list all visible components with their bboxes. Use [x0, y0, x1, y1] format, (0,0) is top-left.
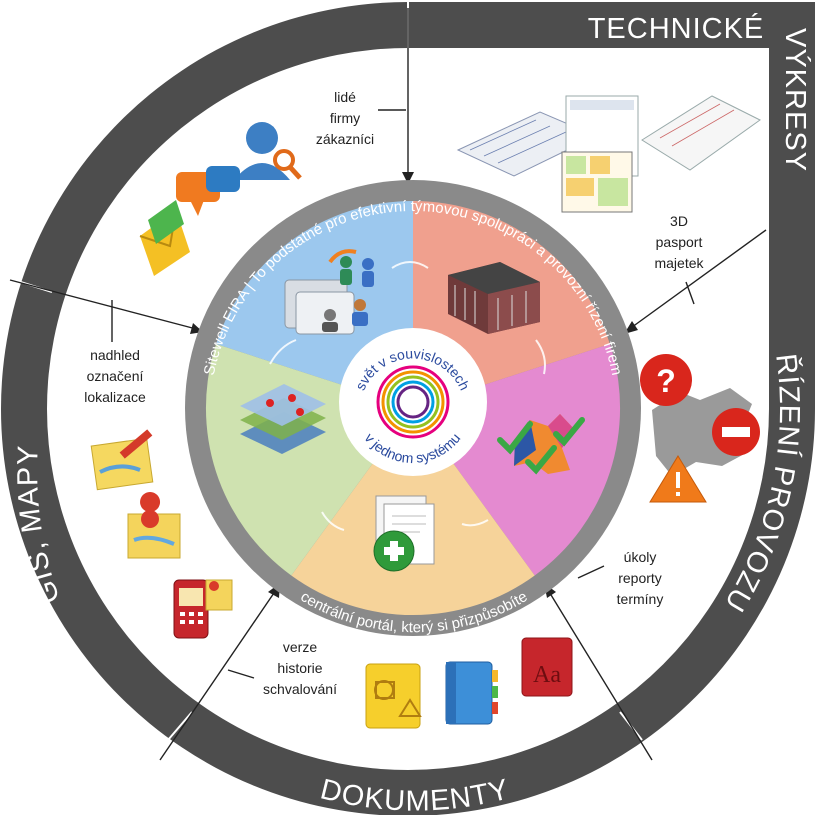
map-checks-icon [497, 414, 585, 475]
add-document-icon [373, 495, 435, 572]
notebook-icon [445, 661, 498, 725]
shapes-document-icon [365, 663, 422, 729]
warning-sign-icon [649, 455, 707, 503]
note-line: označení [87, 368, 144, 384]
map-pin-icon [127, 492, 181, 559]
section-drawings-label: TECHNICKÉ [588, 12, 765, 45]
note-line: reporty [618, 570, 662, 586]
note-line: schvalování [263, 681, 337, 697]
note-line: lidé [334, 89, 356, 105]
map-edit-icon [90, 429, 154, 491]
note-contacts: lidé firmy zákazníci [316, 89, 374, 147]
svg-text:?: ? [656, 363, 676, 399]
center-logo: svět v souvislostech v jednom systému [339, 328, 487, 476]
phone-map-icon [173, 579, 233, 639]
people-search-icon [234, 122, 302, 180]
note-line: nadhled [90, 347, 140, 363]
note-gis: nadhled označení lokalizace [84, 347, 146, 405]
note-line: firmy [330, 110, 360, 126]
section-drawings-label-2: VÝKRESY [779, 28, 812, 172]
question-sign-icon: ? [640, 354, 692, 406]
note-line: verze [283, 639, 317, 655]
connector-lines [9, 8, 767, 761]
svg-text:Aa: Aa [533, 662, 561, 688]
note-operations: úkoly reporty termíny [617, 549, 664, 607]
note-line: pasport [656, 234, 703, 250]
note-line: historie [277, 660, 322, 676]
note-line: 3D [670, 213, 688, 229]
floor-plan-icon [561, 151, 633, 213]
note-line: zákazníci [316, 131, 374, 147]
chat-bubbles-icon [176, 166, 240, 216]
note-documents: verze historie schvalování [263, 639, 337, 697]
note-line: lokalizace [84, 389, 146, 405]
note-drawings: 3D pasport majetek [654, 213, 704, 271]
note-line: termíny [617, 591, 664, 607]
envelope-icon [139, 200, 190, 276]
font-book-icon: Aa [521, 637, 573, 697]
note-line: úkoly [624, 549, 657, 565]
building-3d-icon [448, 262, 540, 334]
note-line: majetek [654, 255, 704, 271]
sector-arrows [269, 261, 546, 531]
stop-sign-icon [712, 408, 760, 456]
gis-layers-icon [240, 384, 326, 454]
folders-people-icon [284, 249, 374, 335]
